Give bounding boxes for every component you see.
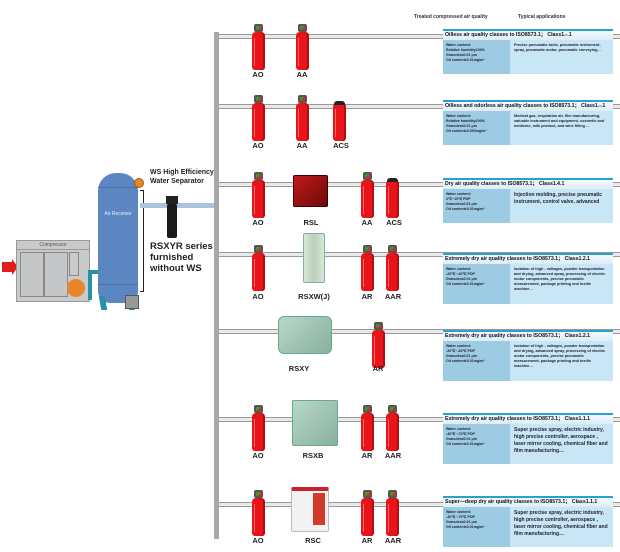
panel-title: Dry air quality classes to ISO8573.1； Cl… — [443, 178, 613, 189]
component-label: AR — [361, 536, 373, 545]
quality-panel: Super—deep dry air quality classes to IS… — [443, 496, 613, 547]
quality-panel: Dry air quality classes to ISO8573.1； Cl… — [443, 178, 613, 223]
filter-ao — [252, 95, 265, 141]
panel-applications: Super precise spray, electric industry, … — [510, 507, 613, 547]
filter-aar — [386, 490, 399, 536]
panel-applications: Injection molding, precise pneumatic ins… — [510, 189, 613, 223]
panel-title: Super—deep dry air quality classes to IS… — [443, 496, 613, 507]
filter-ao — [252, 24, 265, 70]
component-label: RSXY — [288, 364, 310, 373]
filter-ao — [252, 490, 265, 536]
filter-ao — [252, 172, 265, 218]
panel-title: Extremely dry air quality classes to ISO… — [443, 330, 613, 341]
connection-pipe — [88, 270, 98, 274]
compressor-label: Compressor — [17, 241, 89, 250]
auto-drain-icon — [125, 295, 139, 309]
panel-title: Extremely dry air quality classes to ISO… — [443, 253, 613, 264]
quality-panel: Oilless air quality classes to ISO8573.1… — [443, 29, 613, 74]
component-label: AA — [296, 70, 308, 79]
component-label: AR — [361, 451, 373, 460]
rsxw-desiccant-dryer-icon — [303, 233, 325, 283]
air-inlet-arrow-icon — [2, 259, 18, 275]
quality-panel: Extremely dry air quality classes to ISO… — [443, 253, 613, 304]
branch-line-6 — [219, 417, 620, 422]
water-separator-head — [166, 196, 178, 204]
panel-title: Oilless air quality classes to ISO8573.1… — [443, 29, 613, 40]
main-header-pipe — [214, 32, 219, 539]
ws-label: WS High Efficiency Water Separator — [150, 169, 214, 185]
panel-title: Extremely dry air quality classes to ISO… — [443, 413, 613, 424]
header-applications: Typical applications — [518, 14, 566, 20]
branch-line-5 — [219, 329, 620, 334]
component-label: AO — [252, 70, 264, 79]
rsxb-blower-dryer-icon — [292, 400, 338, 446]
panel-applications: Isolation of high - voltages, powder tra… — [510, 341, 613, 381]
component-label: AAR — [384, 292, 402, 301]
quality-panel: Extremely dry air quality classes to ISO… — [443, 413, 613, 464]
filter-ar — [361, 405, 374, 451]
component-label: AA — [361, 218, 373, 227]
component-label: RSL — [303, 218, 319, 227]
drain-line — [140, 190, 144, 292]
component-label: AAR — [384, 451, 402, 460]
component-label: RSXB — [302, 451, 324, 460]
quality-panel: Extremely dry air quality classes to ISO… — [443, 330, 613, 381]
filter-aar — [386, 245, 399, 291]
rsxy-heatless-dryer-icon — [278, 316, 332, 354]
panel-specs: Water content:Relative humidity100%Granu… — [443, 111, 510, 145]
filter-acs — [386, 172, 399, 218]
filter-ao — [252, 405, 265, 451]
drain-valve-icon — [67, 279, 85, 297]
air-receiver: Air Receiver — [98, 173, 138, 303]
filter-acs — [333, 95, 346, 141]
filter-aa — [296, 24, 309, 70]
panel-applications: Precise pneumatic tools, pneumatic instr… — [510, 40, 613, 74]
component-label: AR — [372, 364, 384, 373]
filter-aa — [296, 95, 309, 141]
branch-line-4 — [219, 252, 620, 257]
component-label: AO — [252, 451, 264, 460]
outlet-pipe — [140, 203, 216, 208]
component-label: AO — [252, 292, 264, 301]
component-label: AA — [296, 141, 308, 150]
component-label: AO — [252, 141, 264, 150]
component-label: AO — [252, 218, 264, 227]
panel-title: Oilless and odorless air quality classes… — [443, 100, 613, 111]
filter-ao — [252, 245, 265, 291]
pressure-gauge-icon — [134, 178, 144, 188]
header-quality: Treated compressed air quality — [414, 14, 488, 20]
component-label: ACS — [333, 141, 349, 150]
branch-line-7 — [219, 502, 620, 507]
filter-ar — [372, 322, 385, 368]
branch-line-1 — [219, 34, 620, 39]
compressor: Compressor — [16, 240, 90, 302]
component-label: AO — [252, 536, 264, 545]
branch-line-2 — [219, 104, 620, 109]
water-separator-icon — [167, 204, 177, 238]
panel-applications: Medical gas, respiration air, film manuf… — [510, 111, 613, 145]
component-label: AAR — [384, 536, 402, 545]
component-label: AR — [361, 292, 373, 301]
panel-specs: Water content:Relative humidity100%Granu… — [443, 40, 510, 74]
component-label: RSXW(J) — [298, 292, 330, 301]
component-label: ACS — [386, 218, 402, 227]
air-receiver-label: Air Receiver — [104, 211, 132, 217]
rsxyr-note: RSXYR series furnished without WS — [150, 241, 213, 274]
filter-aa — [361, 172, 374, 218]
filter-ar — [361, 245, 374, 291]
panel-applications: Isolation of high - voltages, powder tra… — [510, 264, 613, 304]
panel-applications: Super precise spray, electric industry, … — [510, 424, 613, 464]
rsl-refrigerated-dryer-icon — [293, 175, 328, 207]
filter-aar — [386, 405, 399, 451]
filter-ar — [361, 490, 374, 536]
component-label: RSC — [305, 536, 321, 545]
rsc-combined-dryer-icon — [291, 487, 329, 532]
quality-panel: Oilless and odorless air quality classes… — [443, 100, 613, 145]
branch-line-3 — [219, 182, 620, 187]
